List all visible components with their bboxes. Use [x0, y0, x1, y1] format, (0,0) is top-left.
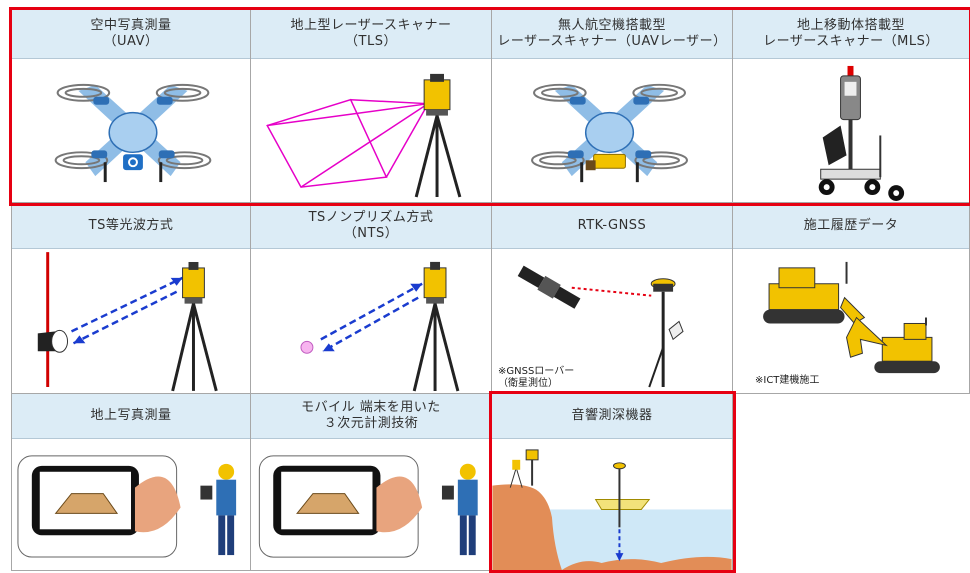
non-prism-total-station-illustration: [251, 248, 491, 393]
cell-uav-laser: 無人航空機搭載型 レーザースキャナー（UAVレーザー）: [492, 9, 733, 203]
cell-tls: 地上型レーザースキャナー （TLS）: [251, 9, 492, 203]
cell-header: 施工履歴データ: [733, 203, 969, 249]
mobile-3d-measurement-illustration: [251, 438, 491, 570]
cell-rtk: RTK-GNSS ※GNSSローバー （衛星測位）: [492, 203, 733, 394]
drone-laser-illustration: [492, 58, 732, 202]
cell-header: 無人航空機搭載型 レーザースキャナー（UAVレーザー）: [492, 10, 732, 59]
cell-title-line1: 無人航空機搭載型: [557, 18, 666, 33]
cell-title-line1: 地上型レーザースキャナー: [290, 18, 452, 33]
cell-title-line2: ３次元計測技術: [323, 416, 419, 431]
cell-title-line1: 施工履歴データ: [803, 217, 899, 233]
total-station-prism-illustration: [12, 248, 250, 393]
gnss-rover-illustration: [492, 248, 732, 393]
cell-uav: 空中写真測量 （UAV）: [11, 9, 251, 203]
cell-title-line1: 地上写真測量: [90, 408, 172, 423]
ict-construction-machinery-illustration: [733, 248, 969, 393]
cell-header: 地上移動体搭載型 レーザースキャナー（MLS）: [733, 10, 969, 59]
cell-title-line1: モバイル 端末を用いた: [301, 400, 441, 415]
ict-note: ※ICT建機施工: [755, 375, 819, 387]
cell-title-line2: レーザースキャナー（MLS）: [763, 34, 939, 49]
cell-title-line2: （NTS）: [343, 225, 399, 241]
cell-header: 地上型レーザースキャナー （TLS）: [251, 10, 491, 59]
acoustic-sounding-illustration: [492, 438, 732, 570]
gnss-note-line2: （衛星測位）: [498, 378, 558, 389]
cell-mobile: モバイル 端末を用いた ３次元計測技術: [251, 394, 492, 571]
cell-title-line1: TSノンプリズム方式: [308, 209, 434, 225]
empty-area: [733, 394, 970, 571]
cell-ts: TS等光波方式: [11, 203, 251, 394]
cell-title-line1: RTK-GNSS: [577, 217, 647, 233]
gnss-note-line1: ※GNSSローバー: [498, 366, 575, 377]
cell-title-line1: 地上移動体搭載型: [796, 18, 905, 33]
cell-header: 音響測深機器: [492, 394, 732, 439]
cell-title-line1: TS等光波方式: [88, 217, 174, 233]
survey-technology-table: 空中写真測量 （UAV）: [9, 7, 970, 573]
cell-title-line2: （TLS）: [345, 34, 397, 49]
cell-nts: TSノンプリズム方式 （NTS）: [251, 203, 492, 394]
cell-header: モバイル 端末を用いた ３次元計測技術: [251, 394, 491, 439]
cell-header: TSノンプリズム方式 （NTS）: [251, 203, 491, 249]
cell-title-line1: 空中写真測量: [90, 18, 172, 33]
cell-title-line2: レーザースキャナー（UAVレーザー）: [497, 34, 727, 49]
drone-camera-illustration: [12, 58, 250, 202]
cell-mls: 地上移動体搭載型 レーザースキャナー（MLS）: [733, 9, 970, 203]
terrestrial-laser-scanner-illustration: [251, 58, 491, 202]
ict-note-line1: ※ICT建機施工: [755, 375, 820, 386]
mobile-mapping-cart-illustration: [733, 58, 969, 202]
cell-header: TS等光波方式: [12, 203, 250, 249]
cell-sonar: 音響測深機器: [492, 394, 733, 571]
cell-title-line2: （UAV）: [103, 34, 159, 49]
cell-photo: 地上写真測量: [11, 394, 251, 571]
cell-title-line1: 音響測深機器: [571, 408, 653, 423]
cell-header: RTK-GNSS: [492, 203, 732, 249]
ground-photogrammetry-illustration: [12, 438, 250, 570]
gnss-note: ※GNSSローバー （衛星測位）: [498, 366, 574, 390]
cell-ict: 施工履歴データ ※ICT建機: [733, 203, 970, 394]
cell-header: 地上写真測量: [12, 394, 250, 439]
cell-header: 空中写真測量 （UAV）: [12, 10, 250, 59]
